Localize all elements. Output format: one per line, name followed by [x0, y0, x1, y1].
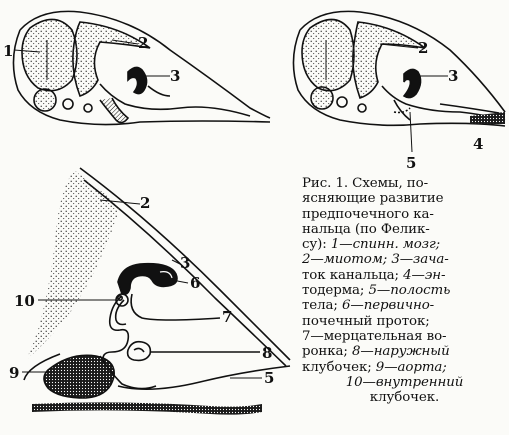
- label-c-10: 10: [14, 292, 35, 310]
- caption-fragment: тодерма;: [302, 283, 368, 298]
- caption-line: тела; 6—первично-: [302, 298, 507, 313]
- caption-line: Рис. 1. Схемы, по-: [302, 176, 507, 191]
- label-c-3: 3: [180, 254, 190, 272]
- notochord-b: [311, 87, 333, 109]
- caption-fragment: тела;: [302, 298, 342, 313]
- caption-fragment: ток канальца;: [302, 268, 403, 283]
- caption-line: нальца (по Фелик-: [302, 222, 507, 237]
- caption-line: ток канальца; 4—эн-: [302, 268, 507, 283]
- caption-line: су): 1—спинн. мозг;: [302, 237, 507, 252]
- tubule-anlage-b: [404, 69, 421, 97]
- label-c-7: 7: [222, 308, 232, 326]
- label-a-1: 1: [3, 42, 13, 60]
- caption-line: ясняющие развитие: [302, 191, 507, 206]
- label-a-3: 3: [170, 67, 180, 85]
- caption-fragment: ронка;: [302, 344, 352, 359]
- tubule-anlage: [128, 67, 147, 93]
- caption-fragment: клубочек;: [302, 360, 376, 375]
- label-c-2: 2: [140, 194, 150, 212]
- scheme-a: [13, 11, 270, 124]
- notochord: [34, 89, 56, 111]
- caption-fragment: 4—эн-: [403, 268, 445, 283]
- spinal-cord: [22, 19, 77, 90]
- pronephric-duct: [118, 264, 177, 295]
- label-c-6: 6: [190, 274, 200, 292]
- label-b-3: 3: [448, 67, 458, 85]
- caption-fragment: 8—наружный: [352, 344, 450, 359]
- label-a-2: 2: [138, 34, 148, 52]
- outer-glomerulus: [128, 342, 151, 361]
- caption-fragment: 1—спинн. мозг;: [331, 237, 440, 252]
- label-b-4: 4: [473, 135, 483, 153]
- endoderm-band: [32, 402, 262, 414]
- myotome-c: [26, 170, 120, 360]
- caption-line: предпочечного ка-: [302, 207, 507, 222]
- figure-caption: Рис. 1. Схемы, по- ясняющие развитие пре…: [302, 176, 507, 405]
- caption-fragment: 10—внутренний: [346, 375, 464, 390]
- caption-fragment: су):: [302, 237, 331, 252]
- caption-fragment: 6—первично-: [342, 298, 434, 313]
- caption-line: клубочек.: [302, 390, 507, 405]
- caption-line: тодерма; 5—полость: [302, 283, 507, 298]
- caption-line: ронка; 8—наружный: [302, 344, 507, 359]
- caption-fragment: 3—зача-: [391, 252, 448, 267]
- caption-fragment: 5—полость: [368, 283, 450, 298]
- scheme-b: [293, 11, 505, 126]
- caption-fragment: 2—миотом;: [302, 252, 391, 267]
- caption-line: почечный проток;: [302, 314, 507, 329]
- spinal-cord-b: [302, 19, 354, 90]
- label-c-8: 8: [262, 344, 272, 362]
- caption-line: 2—миотом; 3—зача-: [302, 252, 507, 267]
- caption-fragment: 9—аорта;: [376, 360, 447, 375]
- label-b-2: 2: [418, 39, 428, 57]
- scheme-b-labels: 2 3 4 5: [380, 39, 483, 172]
- caption-line: 10—внутренний: [302, 375, 507, 390]
- label-b-5: 5: [406, 154, 416, 172]
- caption-line: клубочек; 9—аорта;: [302, 360, 507, 375]
- caption-line: 7—мерцательная во-: [302, 329, 507, 344]
- label-c-5: 5: [264, 369, 274, 387]
- label-c-9: 9: [9, 364, 19, 382]
